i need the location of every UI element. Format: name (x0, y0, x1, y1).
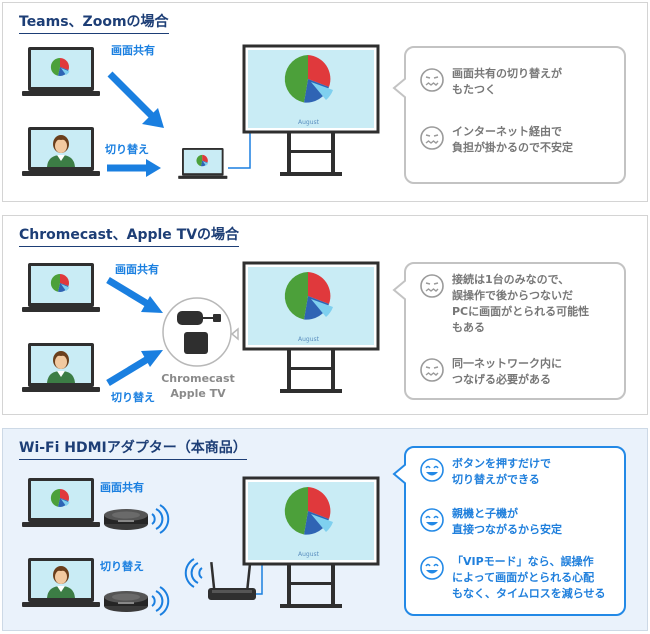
hdmi-dongle-icon (104, 591, 148, 612)
issue-note: 接続は1台のみなので、 誤操作で後からつないだ PCに画面がとられる可能性 もあ… (420, 272, 589, 336)
display-stand-icon (244, 263, 378, 393)
arrow-icon (107, 71, 164, 128)
worried-face-icon (420, 68, 444, 92)
laptop-icon (22, 127, 100, 176)
connector-tail (230, 327, 239, 341)
screen-share-label: 画面共有 (100, 481, 144, 494)
cable-line (256, 564, 263, 595)
bubble-tail (392, 78, 406, 98)
issue-note: 画面共有の切り替えが もたつく (420, 66, 562, 98)
laptop-icon (22, 47, 100, 96)
screen-caption: August (298, 551, 319, 558)
laptop-icon (178, 148, 227, 179)
router-icon (208, 560, 256, 600)
switch-label: 切り替え (105, 143, 149, 156)
display-stand-icon (244, 46, 378, 176)
wifi-signal-icon (151, 586, 170, 616)
smile-face-icon (420, 556, 444, 580)
arrow-icon (106, 277, 163, 313)
issue-note: インターネット経由で 負担が掛かるので不安定 (420, 124, 573, 156)
switch-label: 切り替え (111, 391, 155, 404)
laptop-icon (22, 478, 100, 527)
wifi-signal-icon (184, 558, 203, 588)
arrow-icon (107, 159, 161, 177)
bubble-tail (392, 280, 406, 300)
laptop-icon (22, 263, 100, 312)
smile-face-icon (420, 458, 444, 482)
wifi-signal-icon (151, 504, 170, 534)
issue-note: 同一ネットワーク内に つなげる必要がある (420, 356, 562, 388)
worried-face-icon (420, 274, 444, 298)
screen-caption: August (298, 336, 319, 343)
issues-bubble: 画面共有の切り替えが もたつく インターネット経由で 負担が掛かるので不安定 (392, 46, 626, 184)
hdmi-dongle-icon (104, 509, 148, 530)
screen-caption: August (298, 119, 319, 126)
bubble-tail (392, 464, 406, 484)
worried-face-icon (420, 358, 444, 382)
panel-title: Chromecast、Apple TVの場合 (19, 224, 240, 247)
issues-bubble: 接続は1台のみなので、 誤操作で後からつないだ PCに画面がとられる可能性 もあ… (392, 262, 626, 400)
screen-share-label: 画面共有 (111, 44, 155, 57)
benefit-note: 親機と子機が 直接つながるから安定 (420, 506, 562, 538)
switch-label: 切り替え (100, 560, 144, 573)
benefits-bubble: ボタンを押すだけで 切り替えができる 親機と子機が 直接つながるから安定 「VI… (392, 446, 626, 616)
benefit-note: ボタンを押すだけで 切り替えができる (420, 456, 551, 488)
smile-face-icon (420, 508, 444, 532)
benefit-note: 「VIPモード」なら、誤操作 によって画面がとられる心配 もなく、タイムロスを減… (420, 554, 606, 602)
panel-title: Wi-Fi HDMIアダプター（本商品） (19, 437, 247, 460)
panel-title: Teams、Zoomの場合 (19, 11, 169, 34)
worried-face-icon (420, 126, 444, 150)
screen-share-label: 画面共有 (115, 263, 159, 276)
arrow-icon (106, 350, 163, 386)
apple-tv-icon (184, 332, 208, 354)
laptop-icon (22, 558, 100, 607)
display-stand-icon (244, 478, 378, 608)
device-label: Chromecast Apple TV (161, 372, 235, 400)
hdmi-dongle-icon (177, 311, 221, 325)
laptop-icon (22, 343, 100, 392)
